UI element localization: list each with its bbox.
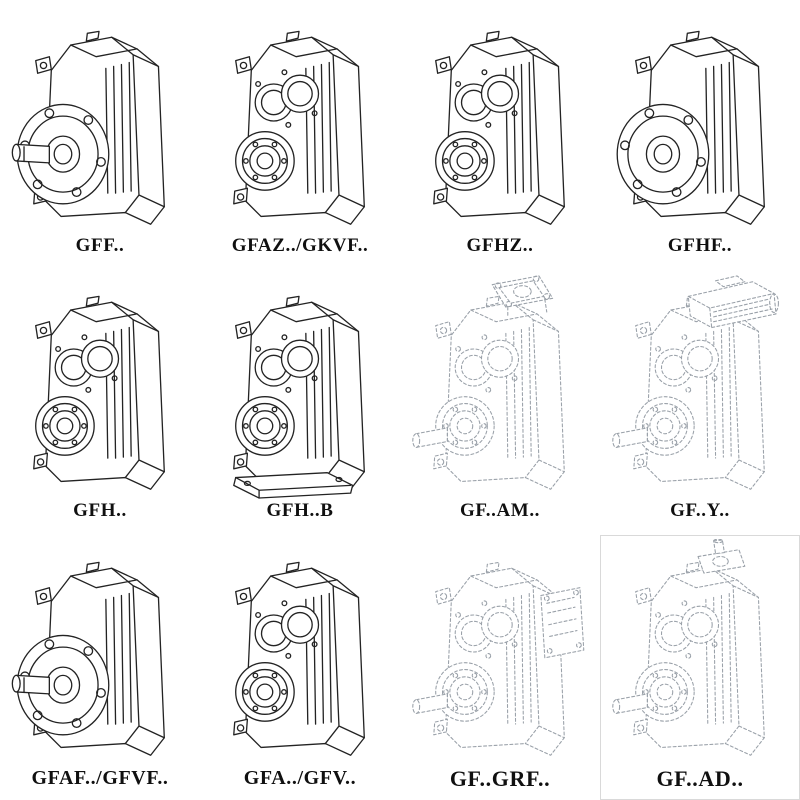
gearbox-diagram-flange-shaft — [11, 561, 165, 756]
catalog-cell-gfaz-gkvf: GFAZ../GKVF.. — [200, 4, 400, 269]
catalog-cell-gf-y: GF..Y.. — [600, 269, 800, 534]
catalog-cell-gfh-b: GFH..B — [200, 269, 400, 534]
gearbox-diagram-flange-shaft — [11, 30, 165, 225]
catalog-cell-gfa-gfv: GFA../GFV.. — [200, 535, 400, 800]
gearbox-label: GFHF.. — [667, 235, 733, 256]
gearbox-diagram-hollow-shaft — [433, 30, 565, 225]
gearbox-label: GFHZ.. — [466, 235, 534, 256]
catalog-cell-gfhz: GFHZ.. — [400, 4, 600, 269]
gearbox-diagram-shrink-disc-foot — [233, 296, 365, 500]
catalog-cell-gf-grf: GF..GRF.. — [400, 535, 600, 800]
gearbox-diagram-hollow-shaft — [233, 30, 365, 225]
gearbox-label: GFH.. — [73, 500, 127, 522]
gearbox-label: GF..AM.. — [459, 500, 541, 522]
gearbox-diagram-motor-mounted — [612, 275, 779, 491]
gearbox-diagram-iec-adapter — [412, 275, 565, 491]
gearbox-diagram-flange-hollow — [616, 30, 765, 225]
catalog-cell-gf-am: GF..AM.. — [400, 269, 600, 534]
catalog-cell-gfh: GFH.. — [0, 269, 200, 534]
gearbox-label: GF..GRF.. — [449, 765, 551, 791]
gearbox-label: GFAZ../GKVF.. — [231, 235, 369, 256]
catalog-cell-gfhf: GFHF.. — [600, 4, 800, 269]
gearbox-diagram-input-shaft-adapter — [612, 538, 765, 756]
gearbox-label: GFAF../GFVF.. — [31, 766, 169, 789]
catalog-cell-gf-ad: GF..AD.. — [600, 534, 800, 800]
gearbox-label: GFF.. — [75, 235, 125, 256]
gearbox-diagram-shrink-disc — [33, 296, 165, 491]
gearbox-label: GFA../GFV.. — [243, 766, 357, 789]
gearbox-diagram-hollow-shaft — [233, 561, 365, 756]
gearbox-label: GF..AD.. — [656, 765, 744, 791]
gearbox-diagram-grf-cover — [412, 561, 585, 756]
gearbox-label: GF..Y.. — [670, 500, 730, 522]
catalog-cell-gff: GFF.. — [0, 4, 200, 269]
gearbox-label: GFH..B — [266, 500, 334, 522]
catalog-cell-gfaf-gfvf: GFAF../GFVF.. — [0, 535, 200, 800]
